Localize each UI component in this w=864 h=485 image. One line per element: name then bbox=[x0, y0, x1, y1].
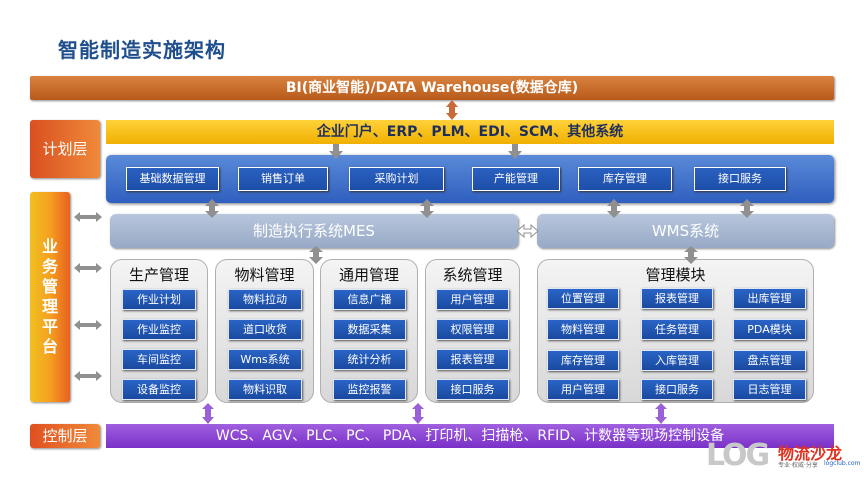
module-item: 盘点管理 bbox=[733, 350, 806, 371]
module-item: 报表管理 bbox=[436, 349, 509, 370]
general-management-group: 通用管理 信息广播 数据采集 统计分析 监控报警 bbox=[320, 259, 418, 403]
module-item: Wms系统 bbox=[228, 349, 302, 370]
module-item: PDA模块 bbox=[733, 319, 806, 340]
group-title: 物料管理 bbox=[234, 266, 295, 284]
module-item: 日志管理 bbox=[733, 379, 806, 400]
module-item: 信息广播 bbox=[333, 289, 406, 310]
plan-module: 销售订单 bbox=[238, 167, 328, 191]
wms-system-bar: WMS系统 bbox=[537, 214, 834, 248]
module-item: 道口收货 bbox=[228, 319, 302, 340]
production-management-group: 生产管理 作业计划 作业监控 车间监控 设备监控 bbox=[110, 259, 208, 403]
control-layer-label: 控制层 bbox=[30, 424, 100, 448]
module-item: 物料拉动 bbox=[228, 289, 302, 310]
erp-systems-bar: 企业门户、ERP、PLM、EDI、SCM、其他系统 bbox=[106, 120, 834, 144]
business-label-char: 理 bbox=[41, 297, 58, 316]
business-platform-label: 业 务 管 理 平 台 bbox=[30, 192, 70, 402]
module-item: 监控报警 bbox=[333, 379, 406, 400]
module-item: 物料管理 bbox=[547, 319, 619, 340]
module-item: 权限管理 bbox=[436, 319, 509, 340]
control-devices-bar: WCS、AGV、PLC、PC、 PDA、打印机、扫描枪、RFID、计数器等现场控… bbox=[106, 424, 834, 448]
module-item: 用户管理 bbox=[547, 379, 619, 400]
module-item: 库存管理 bbox=[547, 350, 619, 371]
business-label-char: 务 bbox=[41, 257, 58, 276]
module-item: 车间监控 bbox=[122, 349, 196, 370]
double-arrow-icon bbox=[446, 100, 458, 120]
group-title: 生产管理 bbox=[128, 266, 189, 284]
group-title: 管理模块 bbox=[645, 266, 706, 284]
plan-module: 产能管理 bbox=[472, 167, 560, 191]
plan-module: 库存管理 bbox=[578, 167, 672, 191]
plan-module: 采购计划 bbox=[349, 167, 444, 191]
module-item: 接口服务 bbox=[436, 379, 509, 400]
logo-chinese-text: 物流沙龙 bbox=[778, 444, 843, 463]
purple-double-arrow-icon bbox=[655, 403, 667, 424]
module-item: 设备监控 bbox=[122, 379, 196, 400]
business-label-char: 平 bbox=[41, 317, 58, 336]
wms-management-modules-group: 管理模块 位置管理 报表管理 出库管理 物料管理 任务管理 PDA模块 库存管理… bbox=[537, 259, 814, 403]
horizontal-double-arrow-icon bbox=[74, 212, 102, 222]
horizontal-double-arrow-icon bbox=[74, 263, 102, 273]
module-item: 物料识取 bbox=[228, 379, 302, 400]
module-item: 位置管理 bbox=[547, 288, 619, 309]
plan-module: 接口服务 bbox=[694, 167, 786, 191]
horizontal-double-arrow-icon bbox=[516, 223, 539, 239]
logo-slogan: 专业·权威·分享 bbox=[778, 462, 818, 469]
page-title: 智能制造实施架构 bbox=[58, 38, 226, 62]
module-item: 入库管理 bbox=[641, 350, 713, 371]
module-item: 数据采集 bbox=[333, 319, 406, 340]
group-title: 系统管理 bbox=[442, 266, 503, 284]
system-management-group: 系统管理 用户管理 权限管理 报表管理 接口服务 bbox=[425, 259, 520, 403]
plan-module: 基础数据管理 bbox=[126, 167, 219, 191]
module-item: 任务管理 bbox=[641, 319, 713, 340]
double-arrow-icon bbox=[309, 246, 323, 264]
business-label-char: 台 bbox=[41, 337, 58, 356]
business-label-char: 管 bbox=[41, 277, 58, 296]
purple-double-arrow-icon bbox=[412, 403, 424, 424]
business-label-char: 业 bbox=[41, 237, 58, 256]
logo-url: logclub.com bbox=[824, 460, 861, 467]
material-management-group: 物料管理 物料拉动 道口收货 Wms系统 物料识取 bbox=[215, 259, 314, 403]
module-item: 作业监控 bbox=[122, 319, 196, 340]
mes-system-bar: 制造执行系统MES bbox=[110, 214, 518, 248]
module-item: 报表管理 bbox=[641, 288, 713, 309]
horizontal-double-arrow-icon bbox=[74, 371, 102, 381]
bi-data-warehouse-bar: BI(商业智能)/DATA Warehouse(数据仓库) bbox=[30, 76, 834, 100]
logclub-logo: LOG 物流沙龙 专业·权威·分享 logclub.com bbox=[706, 438, 860, 473]
plan-layer-label: 计划层 bbox=[30, 120, 100, 178]
purple-double-arrow-icon bbox=[202, 403, 214, 424]
module-item: 出库管理 bbox=[733, 288, 806, 309]
horizontal-double-arrow-icon bbox=[74, 320, 102, 330]
group-title: 通用管理 bbox=[338, 266, 399, 284]
module-item: 统计分析 bbox=[333, 349, 406, 370]
module-item: 作业计划 bbox=[122, 289, 196, 310]
plan-modules-panel: 基础数据管理 销售订单 采购计划 产能管理 库存管理 接口服务 bbox=[106, 155, 834, 203]
module-item: 用户管理 bbox=[436, 289, 509, 310]
logo-log-text: LOG bbox=[706, 438, 770, 473]
module-item: 接口服务 bbox=[641, 379, 713, 400]
